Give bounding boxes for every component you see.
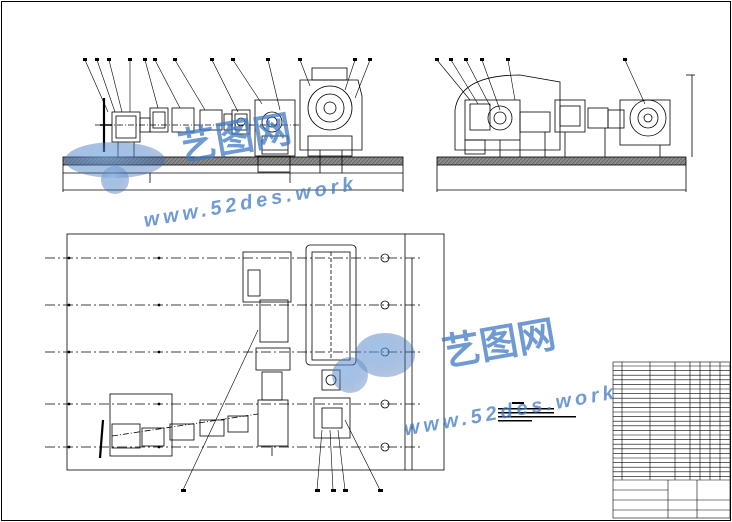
ground-slab-left: [62, 156, 404, 166]
watermark-url-top: www.52des.work: [142, 173, 359, 232]
part-callouts-plan: [182, 329, 381, 491]
rail-lines: [45, 257, 420, 448]
part-callouts-left: [84, 59, 371, 113]
watermark-brand-cn-bottom: 艺图网: [439, 312, 559, 375]
watermark-url-bottom: www.52des.work: [402, 381, 619, 440]
notes-block: [498, 402, 576, 422]
side-elevation-view: [435, 58, 695, 192]
plan-view: [45, 233, 445, 492]
title-block: [612, 361, 731, 519]
part-callouts-right: [436, 59, 646, 111]
ground-slab-right: [436, 156, 687, 166]
watermark-bottom: 艺图网 www.52des.work: [332, 312, 619, 440]
front-elevation-view: [62, 58, 404, 192]
